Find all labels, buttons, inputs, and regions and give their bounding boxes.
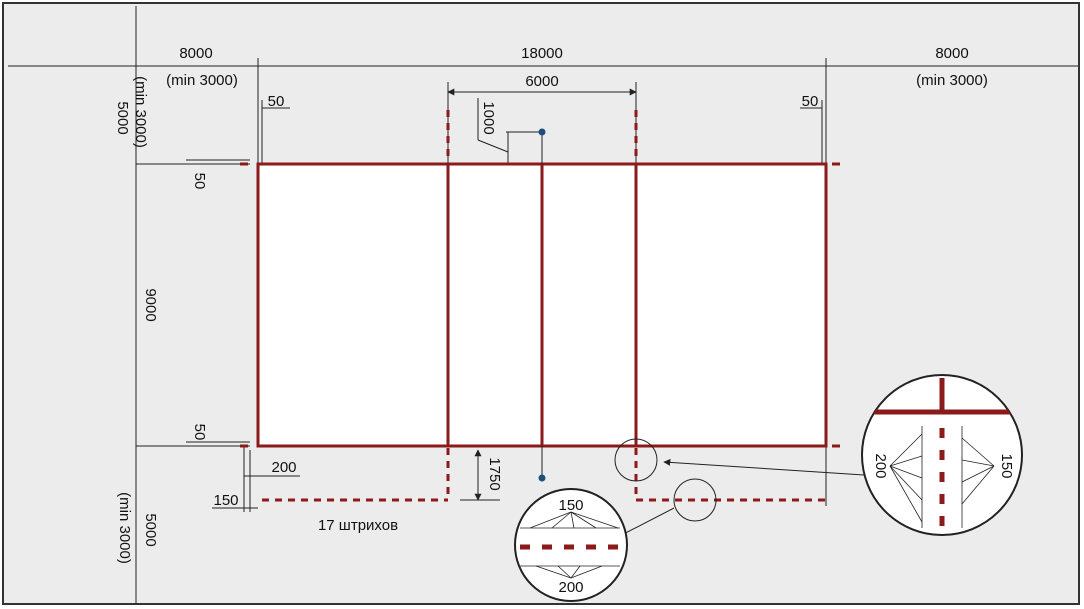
detail-bottom-dash-label: 150 xyxy=(558,497,583,514)
line-width-bottom-label: 50 xyxy=(191,424,208,441)
top-zone-min-label: (min 3000) xyxy=(132,76,149,148)
attack-line-extensions xyxy=(262,110,826,502)
net-post-top-marker xyxy=(538,128,546,136)
top-zone-width-label: 5000 xyxy=(114,101,131,134)
line-width-left-label: 50 xyxy=(268,93,285,110)
line-width-right-label: 50 xyxy=(802,93,819,110)
callout-circle-dash xyxy=(673,478,717,522)
dash-gap-label: 200 xyxy=(271,459,296,476)
antenna-offset-label: 1000 xyxy=(480,101,497,134)
left-zone-min-label: (min 3000) xyxy=(166,72,238,89)
right-zone-min-label: (min 3000) xyxy=(916,72,988,89)
detail-corner-pattern: 200 150 xyxy=(861,374,1023,536)
bottom-zone-width-label: 5000 xyxy=(142,513,159,546)
detail-dash-pattern: 150 200 xyxy=(514,488,628,602)
extension-length-label: 1750 xyxy=(486,457,503,490)
net-post-bottom-marker xyxy=(538,474,546,482)
court-width-label: 9000 xyxy=(142,288,159,321)
attack-zone-span-label: 6000 xyxy=(525,73,558,90)
dash-length-label: 150 xyxy=(213,492,238,509)
detail-bottom-gap-label: 200 xyxy=(558,579,583,596)
dimension-lines xyxy=(8,6,1078,604)
dash-count-note: 17 штрихов xyxy=(318,517,398,534)
line-width-top-label: 50 xyxy=(191,173,208,190)
right-zone-length-label: 8000 xyxy=(935,45,968,62)
callout-circle-corner xyxy=(614,438,658,482)
detail-right-gap-label: 200 xyxy=(872,453,889,478)
detail-right-dash-label: 150 xyxy=(998,453,1015,478)
bottom-zone-min-label: (min 3000) xyxy=(116,492,133,564)
left-zone-length-label: 8000 xyxy=(179,45,212,62)
court-length-label: 18000 xyxy=(521,45,563,62)
